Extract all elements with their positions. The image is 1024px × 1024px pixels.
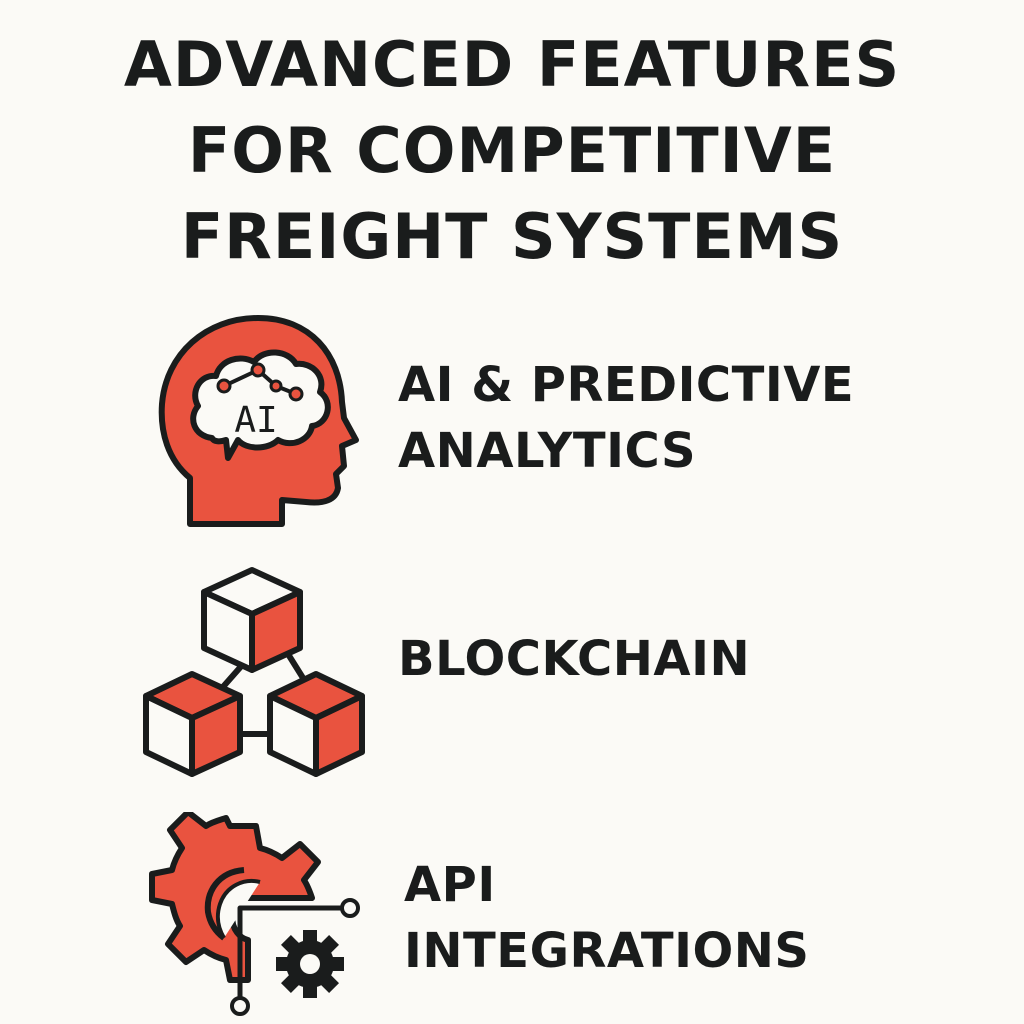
feature-ai-label: AI & PREDICTIVE ANALYTICS (398, 352, 854, 484)
feature-blockchain: BLOCKCHAIN (0, 562, 1024, 782)
ai-icon-text: AI (234, 400, 277, 441)
page-title: ADVANCED FEATURES FOR COMPETITIVE FREIGH… (0, 22, 1024, 280)
feature-api-integrations: API INTEGRATIONS (0, 812, 1024, 1018)
gear-circuit-icon (149, 812, 360, 1016)
blockchain-cubes-icon (143, 567, 365, 777)
feature-blockchain-label: BLOCKCHAIN (398, 626, 750, 692)
feature-api-label: API INTEGRATIONS (404, 852, 810, 984)
title-line-2: FOR COMPETITIVE (187, 114, 837, 187)
title-line-3: FREIGHT SYSTEMS (180, 200, 844, 273)
title-line-1: ADVANCED FEATURES (123, 28, 901, 101)
feature-ai-label-line-1: AI & PREDICTIVE (398, 357, 855, 413)
feature-api-label-line-1: API (404, 857, 496, 913)
feature-api-label-line-2: INTEGRATIONS (404, 923, 810, 979)
feature-blockchain-label-line-1: BLOCKCHAIN (398, 631, 751, 687)
feature-ai-label-line-2: ANALYTICS (398, 423, 697, 479)
feature-ai-analytics: AI AI & PREDICTIVE ANALYTICS (0, 310, 1024, 530)
ai-head-icon: AI (158, 315, 359, 527)
